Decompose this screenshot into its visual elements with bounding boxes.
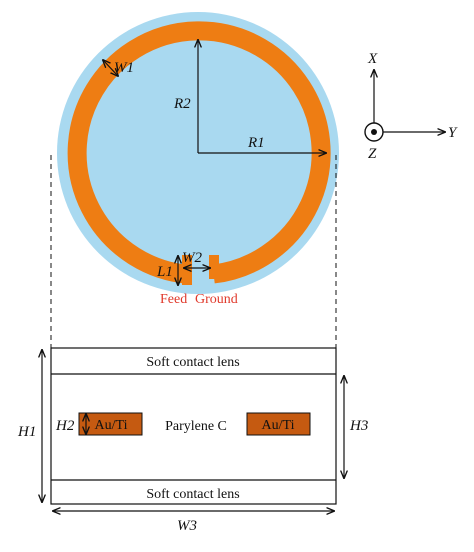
w1-label: W1 bbox=[114, 60, 134, 76]
top-layer-label: Soft contact lens bbox=[146, 355, 239, 370]
cross-section: Soft contact lens Parylene C Soft contac… bbox=[17, 347, 368, 534]
z-axis-dot bbox=[371, 129, 377, 135]
w2-label: W2 bbox=[182, 250, 202, 266]
y-axis-label: Y bbox=[448, 125, 458, 141]
w3-label: W3 bbox=[177, 518, 197, 534]
r2-label: R2 bbox=[173, 96, 191, 112]
loop-antenna-ring bbox=[67, 21, 331, 284]
z-axis-label: Z bbox=[368, 146, 377, 162]
r1-label: R1 bbox=[247, 135, 265, 151]
left-electrode-label: Au/Ti bbox=[95, 418, 128, 433]
w1-arrow bbox=[103, 60, 118, 76]
h3-label: H3 bbox=[349, 418, 368, 434]
h2-label: H2 bbox=[55, 418, 75, 434]
l1-label: L1 bbox=[156, 264, 173, 280]
h1-label: H1 bbox=[17, 424, 36, 440]
ground-pad bbox=[209, 255, 219, 279]
top-view: R2 R1 W1 W2 L1 Feed Ground bbox=[57, 12, 339, 307]
feed-label: Feed bbox=[160, 292, 187, 307]
middle-layer-label: Parylene C bbox=[165, 419, 227, 434]
left-electrode-pad bbox=[78, 412, 143, 436]
right-electrode-pad bbox=[246, 412, 311, 436]
x-axis-label: X bbox=[367, 51, 378, 67]
right-electrode-label: Au/Ti bbox=[262, 418, 295, 433]
coordinate-axes: X Y Z bbox=[364, 51, 458, 162]
bottom-layer-label: Soft contact lens bbox=[146, 487, 239, 502]
ground-label: Ground bbox=[195, 292, 238, 307]
